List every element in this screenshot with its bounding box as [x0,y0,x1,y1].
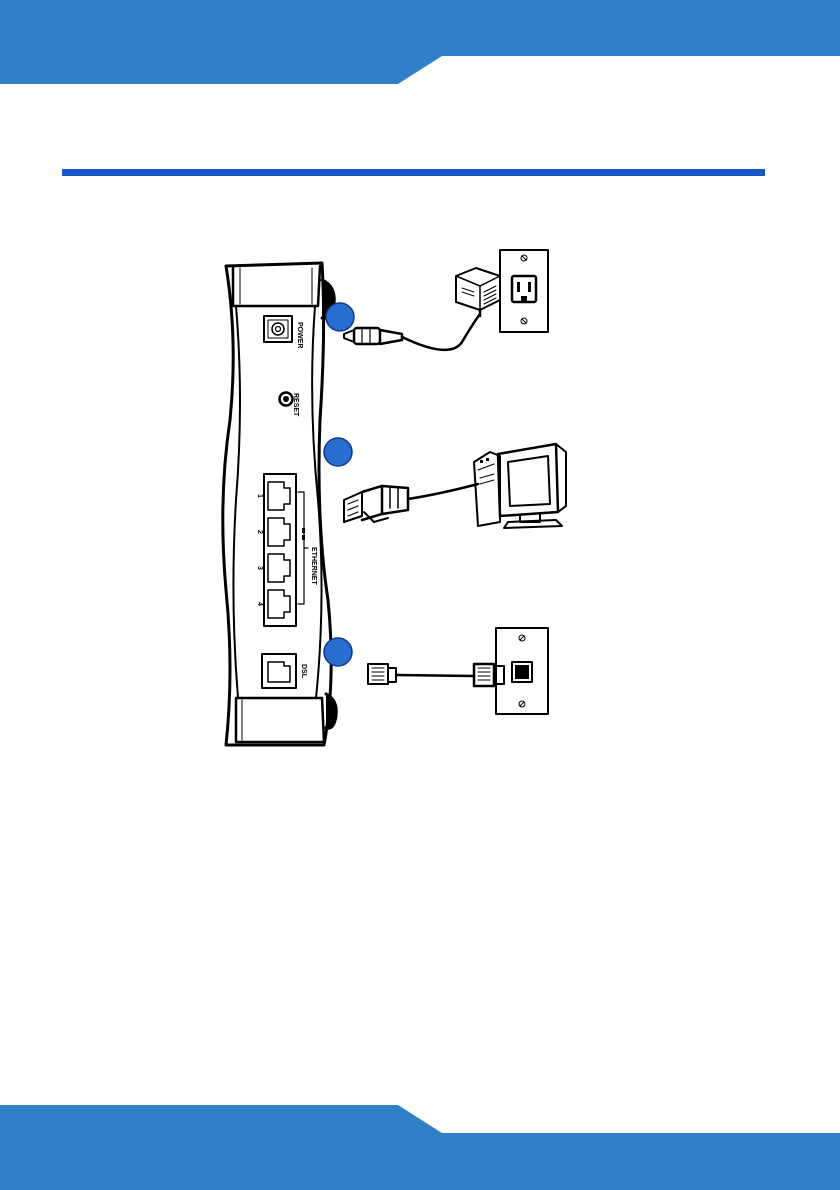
power-adapter-icon [456,268,500,316]
phone-jack-plug-icon [474,664,504,686]
callout-circle-power [326,303,354,331]
power-plug-icon [344,328,402,344]
computer-icon [474,444,566,528]
ethernet-plug-icon [344,486,408,522]
callout-circle-ethernet [324,438,352,466]
ethernet-cable [408,484,478,499]
phone-plug-icon [368,664,396,684]
power-port-label: POWER [296,322,303,348]
footer-band [0,1105,840,1190]
callout-circle-dsl [324,638,352,666]
ethernet-group-label: ETHERNET [310,547,317,585]
ethernet-port-3-label: 3 [256,566,263,570]
phone-cable [396,675,474,676]
ethernet-port-4-label: 4 [256,602,263,606]
ethernet-port-2-label: 2 [256,530,263,534]
power-cord [402,314,480,350]
dsl-port-label: DSL [300,664,307,679]
device-rear-panel [223,263,336,745]
section-rule [62,169,765,176]
wall-power-outlet-icon [500,250,548,332]
reset-button-label: RESET [292,393,299,417]
ethernet-port-1-label: 1 [256,494,263,498]
header-band [0,0,840,84]
